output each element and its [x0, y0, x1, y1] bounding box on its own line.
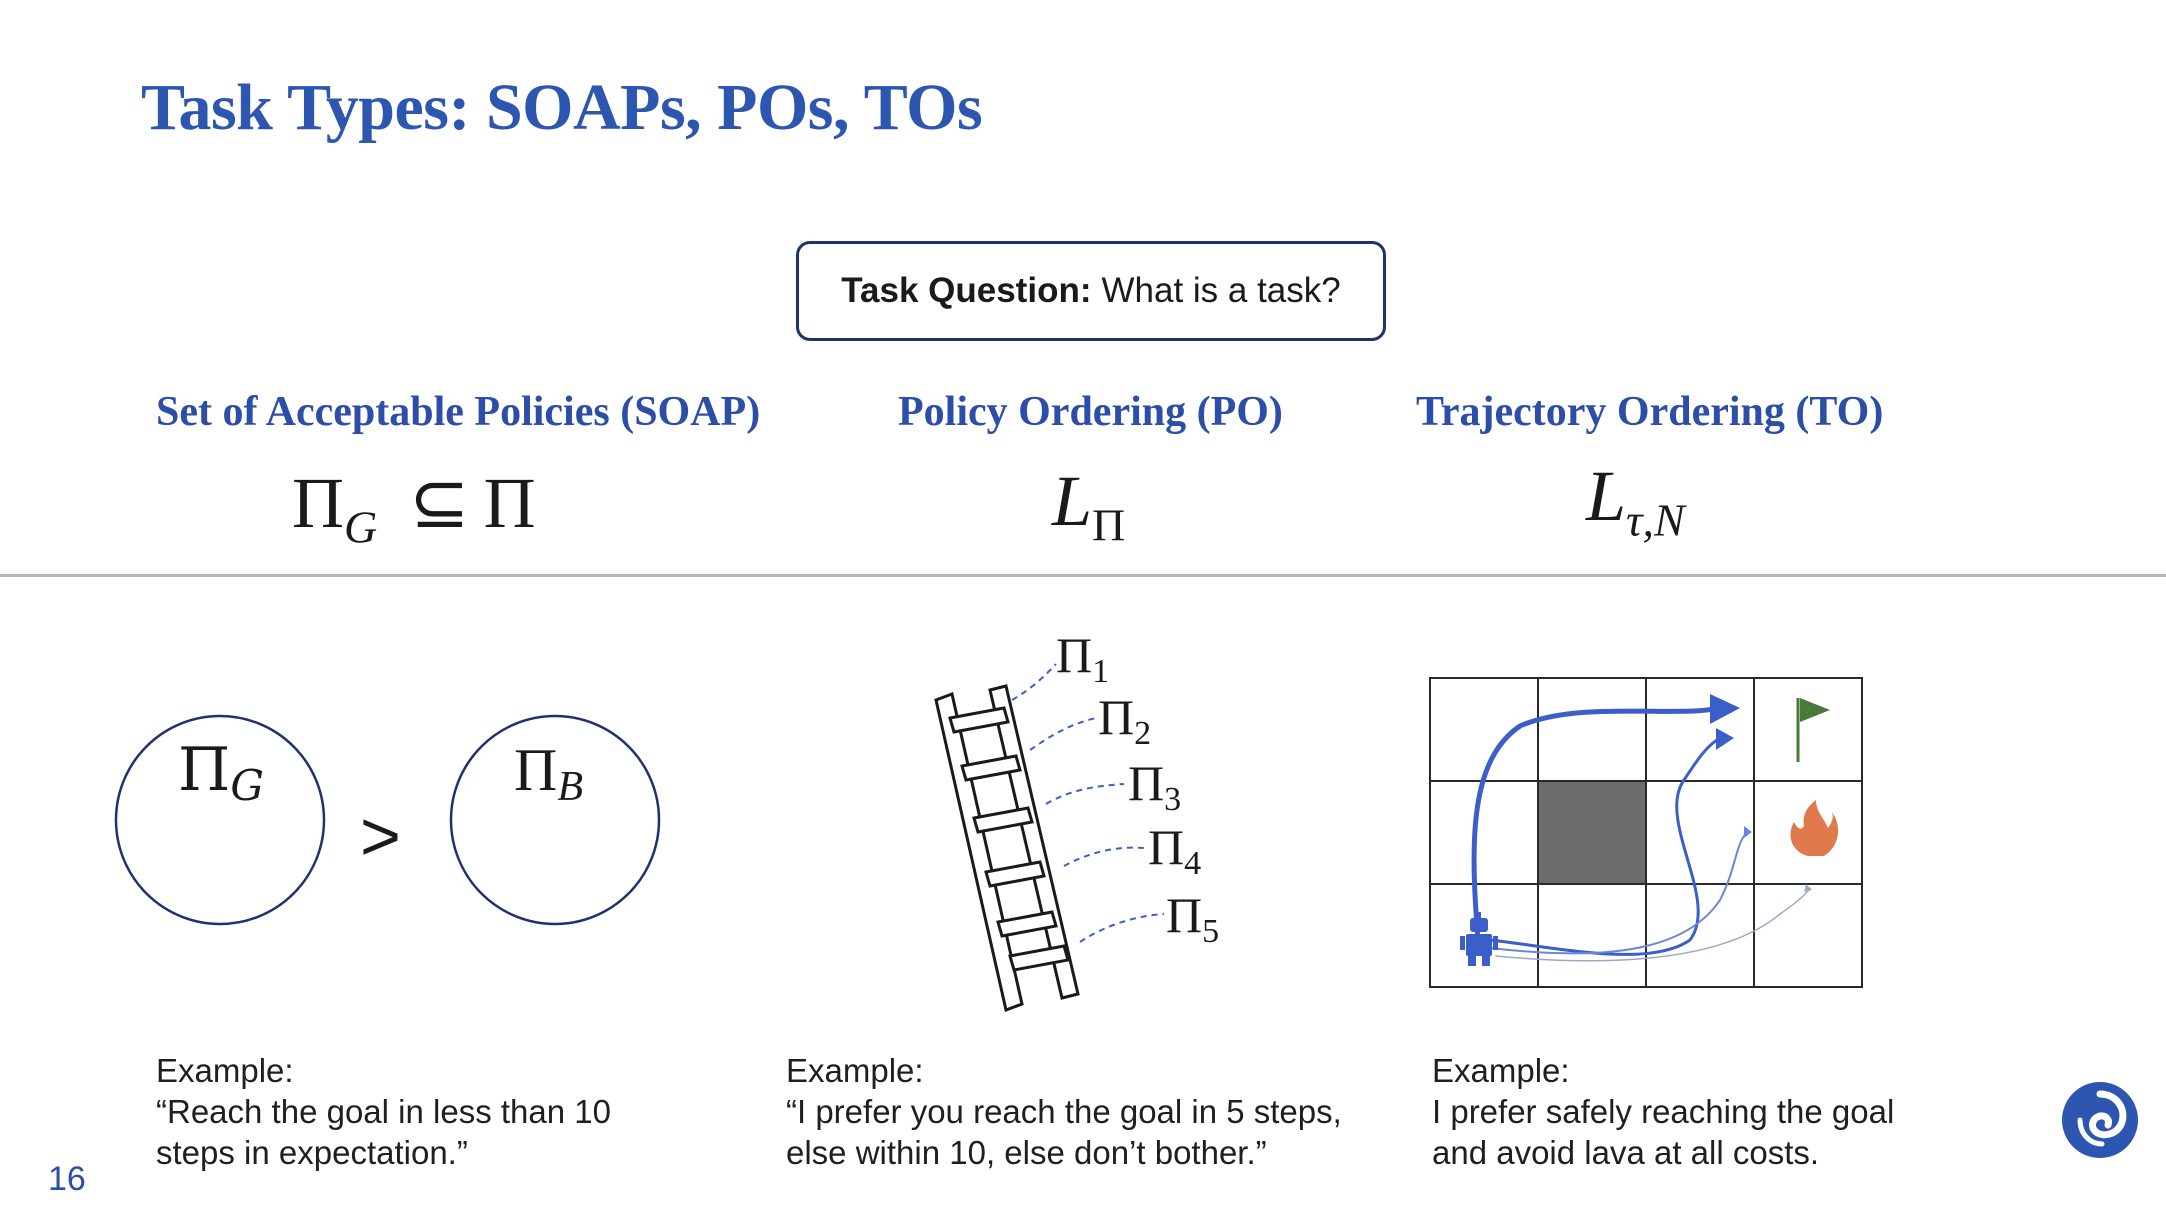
slide-title: Task Types: SOAPs, POs, TOs — [141, 71, 983, 144]
to-heading: Trajectory Ordering (TO) — [1416, 389, 1884, 435]
ladder-icon — [934, 684, 1080, 1013]
trajectory-main — [1471, 705, 1721, 943]
trajectory-second — [1488, 736, 1722, 956]
soap-heading: Set of Acceptable Policies (SOAP) — [156, 389, 761, 435]
arrowhead-second — [1716, 728, 1734, 750]
soap-example-label: Example: — [156, 1052, 294, 1089]
soap-example: Example: “Reach the goal in less than 10… — [156, 1050, 611, 1173]
to-example-line1: I prefer safely reaching the goal — [1432, 1093, 1895, 1130]
policy-label-2: Π2 — [1098, 689, 1151, 752]
arrowhead-main — [1710, 694, 1740, 724]
policy-label-5: Π5 — [1166, 887, 1219, 950]
wall-cell — [1539, 782, 1645, 883]
logo-icon — [2062, 1082, 2138, 1158]
to-example-line2: and avoid lava at all costs. — [1432, 1134, 1820, 1171]
po-heading: Policy Ordering (PO) — [898, 389, 1283, 435]
to-formula: Lτ,N — [1586, 456, 1685, 546]
policy-label-4: Π4 — [1148, 819, 1201, 882]
task-question-text: What is a task? — [1101, 271, 1341, 310]
section-divider — [0, 574, 2166, 577]
policy-label-3: Π3 — [1128, 755, 1181, 818]
po-formula: LΠ — [1052, 461, 1126, 551]
po-example: Example: “I prefer you reach the goal in… — [786, 1050, 1342, 1173]
to-example: Example: I prefer safely reaching the go… — [1432, 1050, 1894, 1173]
po-example-label: Example: — [786, 1052, 924, 1089]
po-example-line1: “I prefer you reach the goal in 5 steps, — [786, 1093, 1342, 1130]
good-policy-set-circle — [114, 714, 326, 926]
grid — [1429, 677, 1863, 988]
task-question-box: Task Question: What is a task? — [796, 241, 1386, 341]
fire-icon — [1790, 800, 1839, 856]
good-policy-set-label: ΠG — [178, 735, 264, 810]
bad-policy-set-label: ΠB — [514, 737, 583, 810]
soap-example-line2: steps in expectation.” — [156, 1134, 468, 1171]
trajectory-fourth — [1495, 887, 1811, 962]
robot-icon — [1460, 912, 1498, 966]
policy-label-1: Π1 — [1056, 627, 1109, 690]
trajectory-third — [1489, 831, 1749, 955]
soap-formula: ΠG ⊆Π — [292, 463, 536, 553]
to-example-label: Example: — [1432, 1052, 1570, 1089]
po-example-line2: else within 10, else don’t bother.” — [786, 1134, 1267, 1171]
task-question-label: Task Question: — [841, 271, 1092, 310]
page-number: 16 — [48, 1160, 86, 1198]
flag-icon — [1796, 698, 1830, 762]
soap-example-line1: “Reach the goal in less than 10 — [156, 1093, 611, 1130]
comparator-symbol: > — [360, 797, 401, 875]
bad-policy-set-circle — [449, 714, 661, 926]
